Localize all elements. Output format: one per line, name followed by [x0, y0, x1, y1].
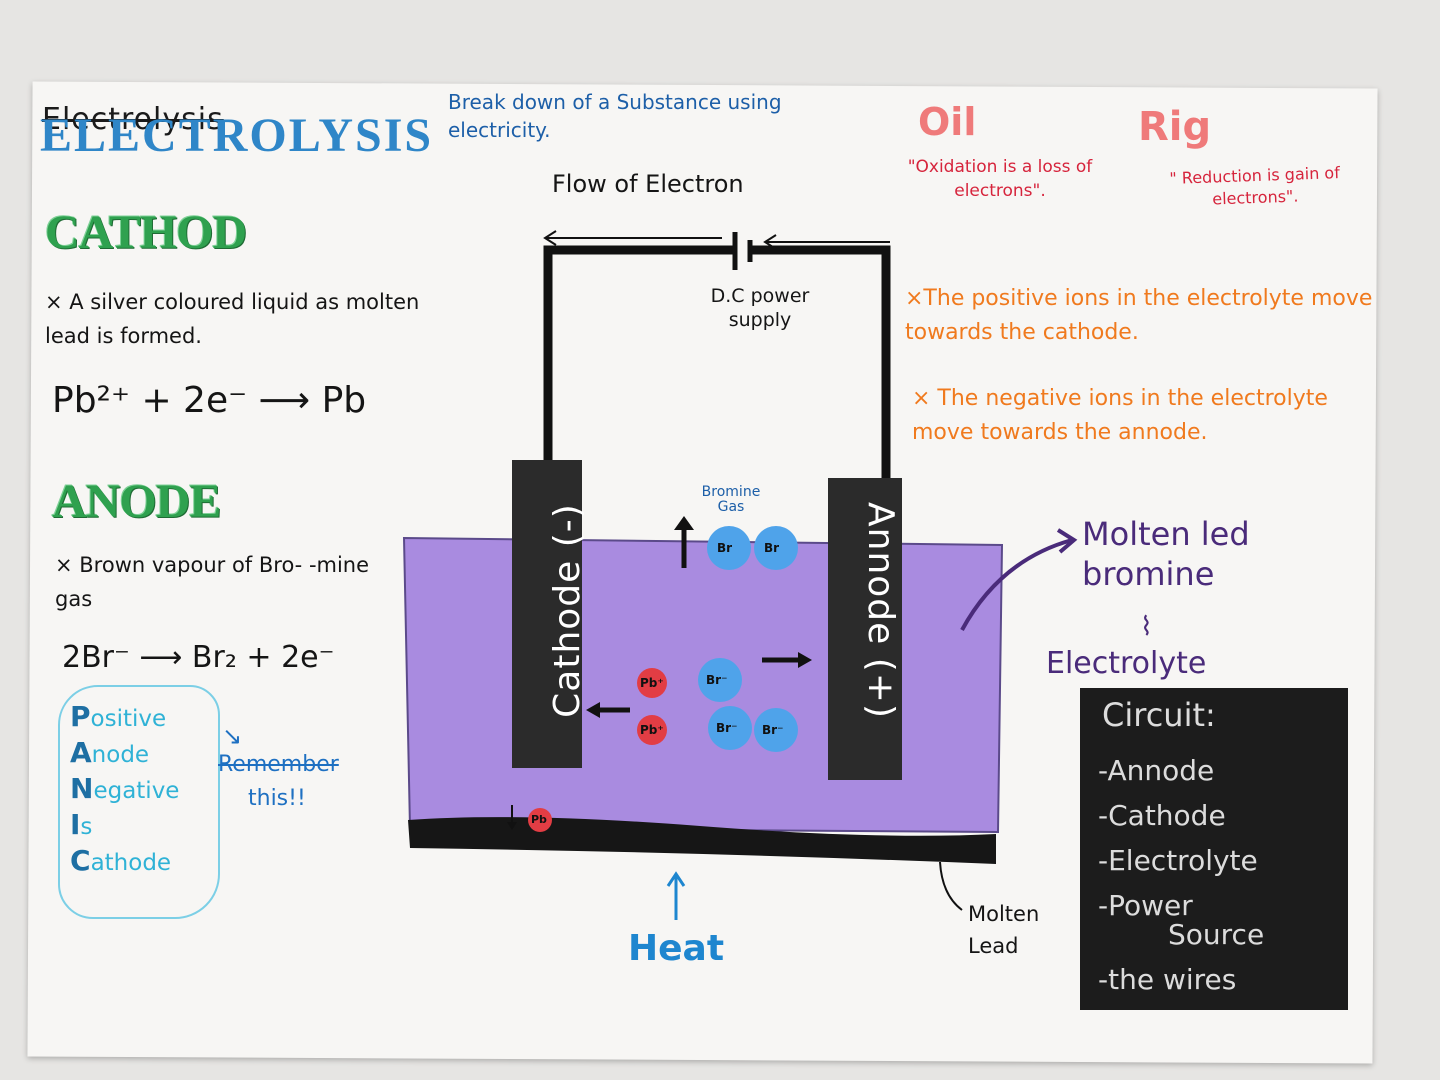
lead-ion	[637, 668, 667, 698]
list-item: -Annode	[1098, 754, 1215, 787]
definition-text: Break down of a Substance using electric…	[448, 90, 782, 142]
ion-label: Br⁻	[762, 723, 784, 737]
panic-mnemonic: Positive Anode Negative Is Cathode	[70, 700, 179, 880]
anode-note: × Brown vapour of Bro- -mine gas	[55, 553, 370, 611]
wire-right	[752, 245, 891, 478]
bromide-ion	[754, 708, 798, 752]
ion-label: Br	[764, 541, 780, 555]
list-item: -Electrolyte	[1098, 844, 1258, 877]
anode-label: Annode (+)	[859, 502, 901, 719]
panic-line: Anode	[70, 736, 150, 769]
rig-mnemonic: Rig	[1138, 104, 1212, 150]
anode-equation: 2Br⁻ ⟶ Br₂ + 2e⁻	[62, 640, 335, 675]
panic-line: Negative	[70, 772, 180, 805]
list-item: -the wires	[1098, 963, 1237, 996]
anode-heading: ANODE	[52, 475, 221, 528]
ion-label: Br	[717, 541, 733, 555]
cathode-equation: Pb²⁺ + 2e⁻ ⟶ Pb	[52, 380, 367, 421]
ion-label: Pb⁺	[640, 723, 664, 737]
panic-line: Cathode	[70, 844, 172, 877]
panic-line: Positive	[70, 700, 167, 733]
oil-definition: "Oxidation is a loss of electrons".	[907, 157, 1093, 201]
remember-note: Remember this!!	[218, 748, 339, 816]
lead-deposit	[528, 808, 552, 832]
molten-lead-layer	[408, 817, 996, 864]
oil-mnemonic: Oil	[918, 100, 977, 144]
heat-label: Heat	[628, 928, 725, 969]
arrow-icon: ↘	[222, 722, 243, 750]
cathode-note: × A silver coloured liquid as molten lea…	[45, 290, 420, 348]
panic-cloud	[58, 685, 220, 919]
positive-ion-note: ×The positive ions in the electrolyte mo…	[905, 286, 1373, 345]
cathode-electrode	[512, 460, 582, 768]
circuit-list: -Annode -Cathode -Electrolyte -Power Sou…	[1098, 748, 1264, 1002]
anode-electrode	[828, 478, 902, 780]
cathode-label: Cathode (-)	[546, 503, 588, 718]
ion-label: Pb⁺	[640, 676, 664, 690]
circuit-board	[1080, 688, 1348, 1010]
molten-lead-pointer	[939, 861, 963, 911]
panic-line: Is	[70, 808, 93, 841]
wire-left	[543, 245, 733, 462]
page-title: ELECTROLYSIS	[40, 109, 434, 162]
flow-label: Flow of Electron	[552, 170, 744, 198]
remember-line: Remember	[218, 752, 339, 777]
list-item: -Cathode	[1098, 799, 1226, 832]
remember-line: this!!	[248, 786, 306, 811]
molten-led-bromine-label: Molten led bromine	[1082, 515, 1250, 593]
bromine-ion	[707, 526, 751, 570]
list-item: -Power	[1098, 889, 1193, 922]
title-struck: Electrolysis	[42, 102, 224, 137]
electrolyte-pointer	[960, 538, 1073, 631]
bromide-ion	[698, 658, 742, 702]
ion-label: Br⁻	[716, 721, 738, 735]
power-supply-label: D.C power supply	[710, 285, 810, 331]
bromine-gas-label: Bromine Gas	[701, 484, 761, 515]
lead-ion	[637, 715, 667, 745]
ion-label: Pb	[531, 813, 547, 826]
brace-icon: ⌇	[1140, 612, 1153, 642]
circuit-title: Circuit:	[1102, 696, 1216, 734]
ion-label: Br⁻	[706, 673, 728, 687]
cathode-heading: CATHOD	[45, 206, 247, 259]
bromide-ion	[708, 706, 752, 750]
negative-ion-note: × The negative ions in the electrolyte m…	[912, 386, 1328, 445]
list-item: Source	[1168, 918, 1265, 951]
bromine-ion	[754, 526, 798, 570]
molten-lead-label: Molten Lead	[968, 902, 1040, 958]
electrolyte-label: Electrolyte	[1046, 646, 1207, 681]
